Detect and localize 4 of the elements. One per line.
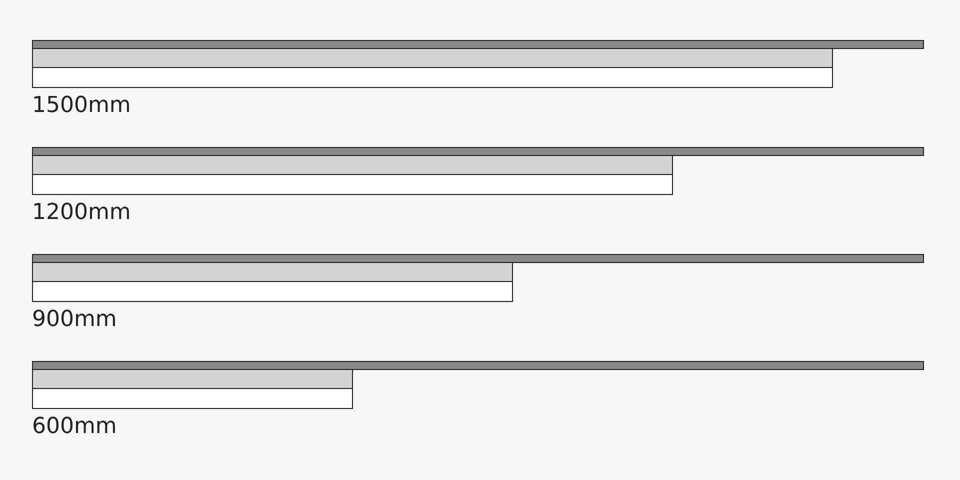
length-label: 900mm <box>32 307 117 332</box>
length-label: 1500mm <box>32 93 131 118</box>
length-label: 1200mm <box>32 200 131 225</box>
length-label: 600mm <box>32 414 117 439</box>
